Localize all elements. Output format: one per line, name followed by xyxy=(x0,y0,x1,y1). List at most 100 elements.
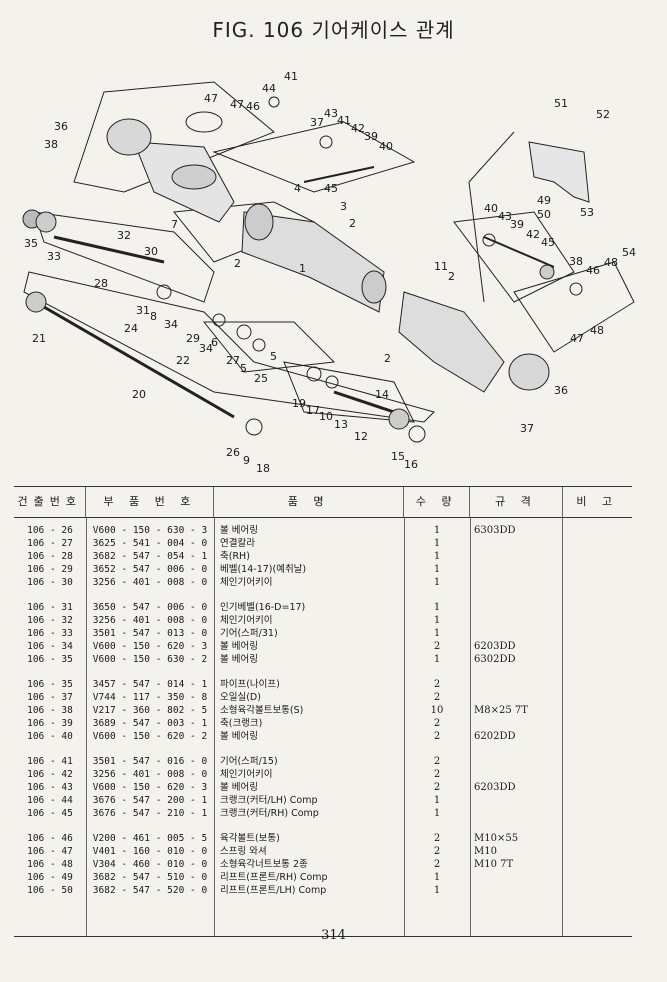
cell-remarks xyxy=(562,730,632,743)
column-divider xyxy=(214,518,215,936)
cell-spec xyxy=(470,884,562,897)
cell-quantity: 2 xyxy=(433,782,441,793)
diagram-label: 28 xyxy=(94,277,108,290)
diagram-label: 32 xyxy=(117,229,131,242)
header-part-number: 부 품 번 호 xyxy=(86,487,215,517)
cell-part-number: V217 - 360 - 802 - 5 xyxy=(92,705,208,716)
cell-spec xyxy=(470,550,562,563)
cell-spec: 6203DD xyxy=(474,641,516,652)
diagram-label: 36 xyxy=(54,120,68,133)
diagram-label: 11 xyxy=(434,260,448,273)
cell-spec: 6303DD xyxy=(474,525,516,536)
diagram-label: 40 xyxy=(484,202,498,215)
cell-part-name: 기어(스퍼/15) xyxy=(220,756,278,767)
cell-ref-no: 106 - 50 xyxy=(27,885,73,896)
cell-ref-no: 106 - 29 xyxy=(27,564,73,575)
diagram-label: 48 xyxy=(590,324,604,337)
diagram-label: 50 xyxy=(537,208,551,221)
cell-spec xyxy=(470,807,562,820)
cell-part-name: 기어(스퍼/31) xyxy=(220,628,278,639)
cell-part-name: 볼 베어링 xyxy=(220,782,258,793)
cell-spec xyxy=(470,601,562,614)
cell-part-name: 볼 베어링 xyxy=(220,641,258,652)
cell-part-number: 3501 - 547 - 013 - 0 xyxy=(92,628,208,639)
diagram-label: 5 xyxy=(270,350,277,363)
cell-remarks xyxy=(562,884,632,897)
cell-spec xyxy=(470,627,562,640)
diagram-label: 43 xyxy=(498,210,512,223)
cell-part-number: 3689 - 547 - 003 - 1 xyxy=(92,718,208,729)
column-divider xyxy=(562,518,563,936)
cell-spec xyxy=(470,871,562,884)
cell-spec xyxy=(470,691,562,704)
diagram-label: 24 xyxy=(124,322,138,335)
cell-ref-no: 106 - 44 xyxy=(27,795,73,806)
cell-quantity: 2 xyxy=(433,846,441,857)
diagram-label: 38 xyxy=(44,138,58,151)
cell-quantity: 1 xyxy=(433,525,441,536)
cell-spec xyxy=(470,537,562,550)
cell-ref-no: 106 - 37 xyxy=(27,692,73,703)
diagram-label: 37 xyxy=(520,422,534,435)
column-divider xyxy=(86,518,87,936)
diagram-label: 2 xyxy=(384,352,391,365)
exploded-parts-diagram: 41 44 46 47 47 36 38 37 43 41 42 39 40 7… xyxy=(14,62,654,482)
cell-part-number: 3676 - 547 - 200 - 1 xyxy=(92,795,208,806)
cell-part-number: 3256 - 401 - 008 - 0 xyxy=(92,769,208,780)
diagram-label: 30 xyxy=(144,245,158,258)
cell-spec: M10 xyxy=(474,846,497,857)
cell-remarks xyxy=(562,550,632,563)
diagram-label: 22 xyxy=(176,354,190,367)
page-number: 314 xyxy=(321,928,346,943)
cell-part-number: V600 - 150 - 620 - 3 xyxy=(92,641,208,652)
diagram-label: 7 xyxy=(171,218,178,231)
diagram-label: 16 xyxy=(404,458,418,471)
header-ref-no: 건출번호 xyxy=(14,487,87,517)
diagram-label: 43 xyxy=(324,107,338,120)
cell-spec xyxy=(470,678,562,691)
cell-spec: M10×55 xyxy=(474,833,519,844)
cell-part-name: 크랭크(커터/LH) Comp xyxy=(220,795,318,806)
cell-spec: M8×25 7T xyxy=(474,705,528,716)
cell-part-name: 육각볼트(보통) xyxy=(220,833,280,844)
cell-remarks xyxy=(562,640,632,653)
diagram-label: 53 xyxy=(580,206,594,219)
cell-part-number: 3682 - 547 - 510 - 0 xyxy=(92,872,208,883)
cell-ref-no: 106 - 35 xyxy=(27,679,73,690)
cell-ref-no: 106 - 48 xyxy=(27,859,73,870)
cell-part-name: 파이프(나이프) xyxy=(220,679,280,690)
diagram-label: 51 xyxy=(554,97,568,110)
cell-quantity: 2 xyxy=(433,756,441,767)
cell-ref-no: 106 - 31 xyxy=(27,602,73,613)
diagram-label: 47 xyxy=(570,332,584,345)
cell-part-name: 리프트(프론트/LH) Comp xyxy=(220,885,327,896)
cell-part-name: 연결칼라 xyxy=(220,538,255,549)
diagram-label: 49 xyxy=(537,194,551,207)
diagram-label: 20 xyxy=(132,388,146,401)
diagram-label: 31 xyxy=(136,304,150,317)
cell-quantity: 1 xyxy=(433,615,441,626)
cell-ref-no: 106 - 38 xyxy=(27,705,73,716)
diagram-label: 8 xyxy=(150,310,157,323)
cell-part-name: 베벨(14-17)(예취날) xyxy=(220,564,307,575)
cell-quantity: 2 xyxy=(433,641,441,652)
diagram-label: 42 xyxy=(526,228,540,241)
diagram-label: 47 xyxy=(230,98,244,111)
diagram-label: 39 xyxy=(364,130,378,143)
cell-remarks xyxy=(562,576,632,589)
cell-part-number: 3652 - 547 - 006 - 0 xyxy=(92,564,208,575)
column-divider xyxy=(470,518,471,936)
cell-part-name: 축(크랭크) xyxy=(220,718,263,729)
diagram-label: 33 xyxy=(47,250,61,263)
